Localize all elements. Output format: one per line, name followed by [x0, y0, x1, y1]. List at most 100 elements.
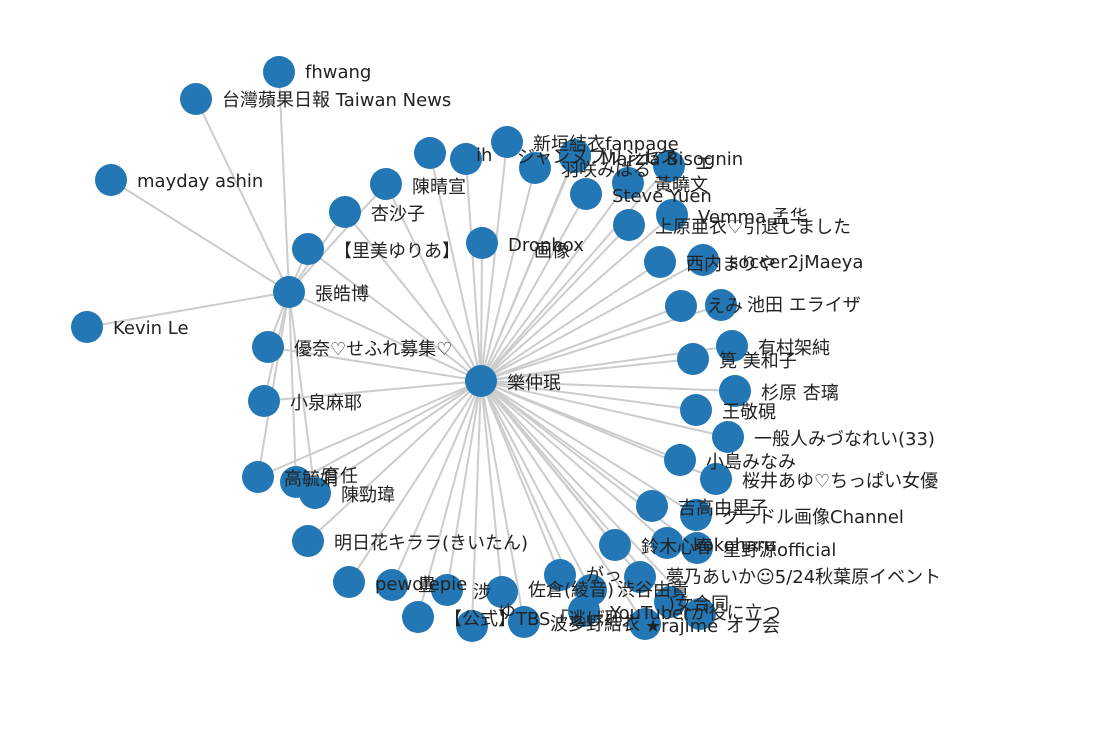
node-label: pewdiepie: [375, 574, 467, 595]
graph-edge: [480, 154, 576, 382]
node-label: 有村架純: [758, 338, 830, 359]
node-label: mayday ashin: [137, 171, 263, 192]
graph-edge: [480, 380, 561, 576]
node-label: 豊: [418, 575, 436, 596]
graph-node: [681, 532, 713, 564]
graph-edge: [480, 380, 525, 623]
node-label: 羽咲みはる: [561, 160, 651, 181]
graph-node: [292, 233, 324, 265]
node-label: がっ: [586, 565, 622, 586]
graph-node: [677, 343, 709, 375]
graph-node: [654, 586, 686, 618]
graph-edge: [480, 380, 668, 544]
graph-edge: [288, 291, 297, 483]
node-label: グラドル画像Channel: [722, 507, 904, 528]
graph-node: [486, 576, 518, 608]
graph-node: [491, 126, 523, 158]
graph-edge: [480, 380, 653, 507]
graph-edge: [307, 248, 482, 382]
graph-edge: [480, 165, 670, 382]
node-label: エ: [695, 154, 713, 175]
graph-edge: [278, 71, 290, 293]
graph-node: [680, 499, 712, 531]
graph-edge: [257, 380, 482, 478]
graph-node: [700, 463, 732, 495]
graph-node: [329, 196, 361, 228]
graph-node: [248, 385, 280, 417]
graph-node: [292, 525, 324, 557]
graph-edge: [314, 380, 482, 494]
graph-edge: [288, 183, 387, 293]
node-label: 波多野結衣: [550, 614, 640, 635]
graph-edge: [480, 167, 536, 382]
node-label: 涉: [473, 582, 491, 603]
node-label: 小島みなみ: [706, 452, 796, 473]
graph-node: [456, 610, 488, 642]
graph-node: [644, 246, 676, 278]
graph-edge: [480, 141, 508, 382]
node-label: 【里美ゆりあ】: [334, 241, 460, 262]
node-label: Dropbox: [508, 235, 584, 256]
graph-node: [242, 461, 274, 493]
node-label: 画像: [534, 241, 570, 262]
node-label: 吉高由里子: [678, 498, 768, 519]
graph-node: [252, 331, 284, 363]
graph-node: [333, 566, 365, 598]
graph-edge: [480, 261, 661, 382]
node-label: 池田 エライザ: [747, 295, 861, 316]
graph-edge: [480, 380, 616, 546]
graph-edge: [391, 380, 482, 586]
graph-node: [705, 289, 737, 321]
graph-node: [629, 608, 661, 640]
node-label: 王敬硯: [722, 402, 776, 423]
node-label: Marzia Bisognin: [601, 149, 743, 170]
node-label: 鈴木心春: [641, 537, 713, 558]
graph-edge: [429, 152, 482, 382]
node-label: fhwang: [305, 62, 371, 83]
graph-edge: [195, 98, 290, 293]
graph-node: [653, 150, 685, 182]
nodes-layer: [71, 56, 751, 642]
graph-edge: [263, 380, 482, 402]
node-label: 筧 美和子: [719, 351, 797, 372]
node-label: 【公式】TBS「逃げ恥」: [444, 609, 640, 630]
graph-edge: [480, 380, 729, 438]
graph-edge: [267, 346, 482, 382]
graph-node: [263, 56, 295, 88]
node-label: 台灣蘋果日報 Taiwan News: [222, 90, 451, 111]
graph-node: [712, 421, 744, 453]
graph-edge: [480, 380, 697, 411]
node-label: 佐倉(綾音): [528, 580, 614, 601]
graph-edge: [385, 183, 482, 382]
graph-node: [651, 527, 683, 559]
graph-edge: [480, 380, 592, 591]
graph-edge: [344, 211, 482, 382]
graph-node: [414, 137, 446, 169]
graph-node: [664, 444, 696, 476]
node-label: Vemma 孟华: [698, 207, 808, 228]
node-label: 一般人みづなれい(33): [754, 429, 935, 450]
graph-edge: [348, 380, 482, 583]
graph-node: [299, 477, 331, 509]
node-label: 張皓博: [315, 284, 369, 305]
node-label: Steve Yuen: [612, 186, 712, 207]
graph-node: [656, 199, 688, 231]
graph-node: [716, 330, 748, 362]
graph-node: [431, 574, 463, 606]
graph-node: [71, 311, 103, 343]
graph-edge: [471, 380, 482, 627]
graph-node: [568, 595, 600, 627]
node-label: kokoharu: [693, 535, 776, 556]
graph-edge: [417, 380, 482, 618]
graph-edge: [480, 193, 587, 382]
graph-node: [687, 244, 719, 276]
graph-node: [636, 490, 668, 522]
node-label: 黃曉文: [654, 175, 708, 196]
graph-node: [466, 227, 498, 259]
node-label: Kevin Le: [113, 318, 189, 339]
graph-node: [508, 606, 540, 638]
node-label: オフ会: [726, 616, 780, 637]
graph-edge: [295, 380, 482, 483]
